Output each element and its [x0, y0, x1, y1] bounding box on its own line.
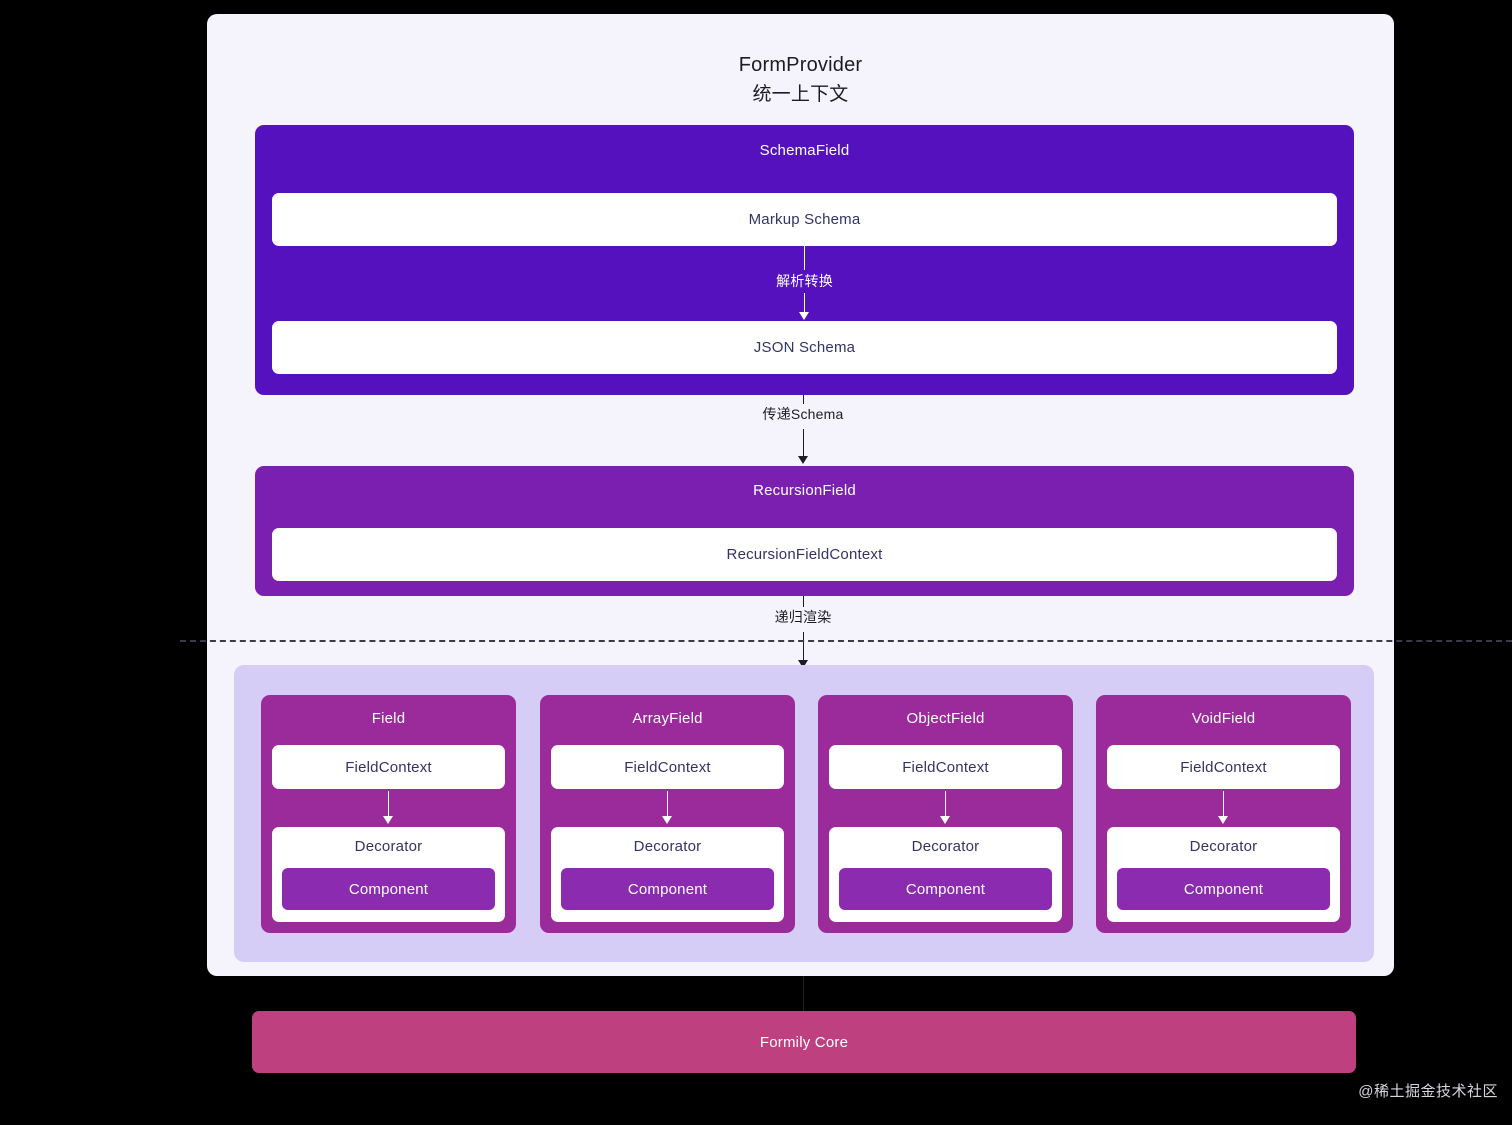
decorator-label: Decorator [1189, 838, 1258, 855]
field-card-title: Field [371, 710, 406, 727]
label-to-json-line [804, 293, 805, 313]
form-provider-header: FormProvider 统一上下文 [207, 14, 1394, 110]
form-provider-panel: FormProvider 统一上下文 SchemaField Markup Sc… [207, 14, 1394, 976]
decorator-box[interactable]: Decorator Component [829, 827, 1062, 922]
markup-schema-box[interactable]: Markup Schema [272, 193, 1337, 246]
field-context-box[interactable]: FieldContext [272, 745, 505, 789]
component-box[interactable]: Component [561, 868, 774, 910]
decorator-box[interactable]: Decorator Component [1107, 827, 1340, 922]
pass-to-recursion-line [803, 429, 804, 457]
recursion-field-block[interactable]: RecursionField RecursionFieldContext [255, 466, 1354, 596]
context-to-decorator-arrow-icon [940, 816, 950, 824]
recursion-to-render-line [803, 596, 804, 616]
decorator-box[interactable]: Decorator Component [272, 827, 505, 922]
json-schema-box[interactable]: JSON Schema [272, 321, 1337, 374]
component-box[interactable]: Component [1117, 868, 1330, 910]
transform-label: 解析转换 [776, 273, 833, 289]
context-to-decorator-arrow-icon [662, 816, 672, 824]
field-context-box[interactable]: FieldContext [551, 745, 784, 789]
decorator-box[interactable]: Decorator Component [551, 827, 784, 922]
schema-field-title: SchemaField [759, 142, 850, 159]
recursion-field-title: RecursionField [753, 482, 856, 499]
field-card-voidfield[interactable]: VoidField FieldContext Decorator Compone… [1096, 695, 1351, 933]
render-group-arrow-icon [798, 660, 808, 668]
schema-transform-arrow-icon [799, 312, 809, 320]
context-to-decorator-line [388, 791, 389, 817]
watermark: @稀土掘金技术社区 [1358, 1083, 1498, 1100]
component-box[interactable]: Component [839, 868, 1052, 910]
component-box[interactable]: Component [282, 868, 495, 910]
context-to-decorator-arrow-icon [383, 816, 393, 824]
recursive-render-label: 递归渲染 [703, 607, 903, 627]
decorator-label: Decorator [354, 838, 423, 855]
recursion-field-context-box[interactable]: RecursionFieldContext [272, 528, 1337, 581]
field-card-arrayfield[interactable]: ArrayField FieldContext Decorator Compon… [540, 695, 795, 933]
field-context-box[interactable]: FieldContext [1107, 745, 1340, 789]
field-card-title: ArrayField [632, 710, 703, 727]
decorator-label: Decorator [633, 838, 702, 855]
schema-field-block[interactable]: SchemaField Markup Schema 解析转换 JSON Sche… [255, 125, 1354, 395]
context-to-decorator-line [945, 791, 946, 817]
context-to-decorator-line [1223, 791, 1224, 817]
field-card-title: ObjectField [906, 710, 985, 727]
markup-to-label-line [804, 246, 805, 270]
field-card-title: VoidField [1191, 710, 1256, 727]
page-title: FormProvider [738, 54, 863, 76]
context-to-decorator-line [667, 791, 668, 817]
field-cards-group: Field FieldContext Decorator Component A… [234, 665, 1374, 962]
field-context-box[interactable]: FieldContext [829, 745, 1062, 789]
pass-schema-arrow-icon [798, 456, 808, 464]
formily-core-bar[interactable]: Formily Core [252, 1011, 1356, 1073]
pass-schema-label: 传递Schema [703, 404, 903, 424]
page-subtitle: 统一上下文 [752, 84, 849, 105]
context-to-decorator-arrow-icon [1218, 816, 1228, 824]
field-card-objectfield[interactable]: ObjectField FieldContext Decorator Compo… [818, 695, 1073, 933]
field-card-field[interactable]: Field FieldContext Decorator Component [261, 695, 516, 933]
panel-to-core-line [803, 976, 804, 1011]
render-to-group-line [803, 632, 804, 668]
layer-divider [180, 640, 1512, 642]
decorator-label: Decorator [911, 838, 980, 855]
